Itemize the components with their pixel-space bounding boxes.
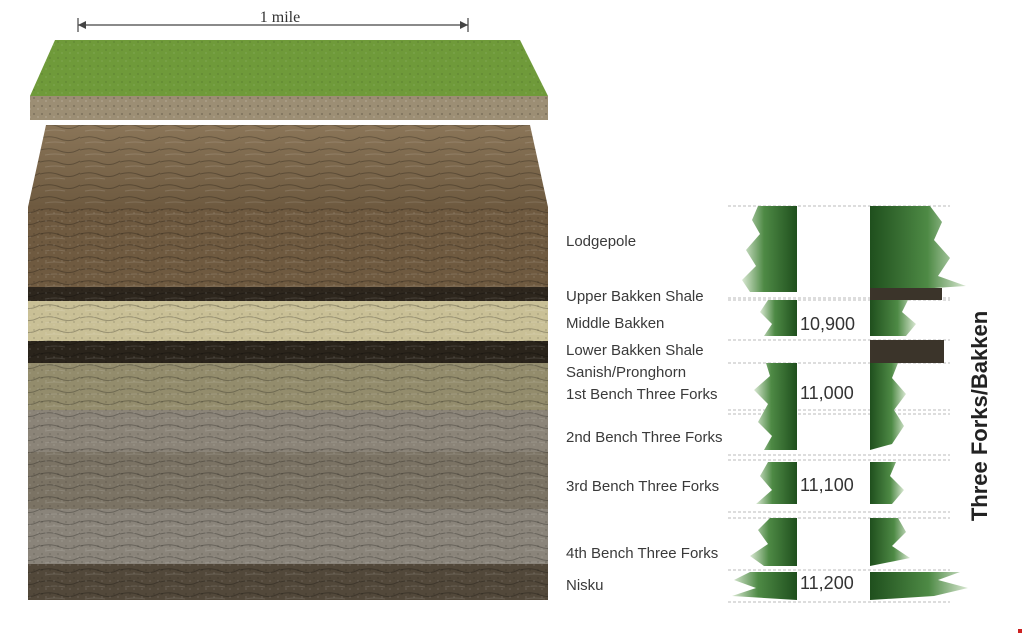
depth-label: 10,900	[800, 314, 856, 334]
corner-mark	[1018, 629, 1022, 633]
formation-label-sanish-pronghorn: Sanish/Pronghorn	[566, 364, 687, 381]
scale-label: 1 mile	[259, 9, 301, 26]
strata-layers	[28, 207, 548, 600]
log-track-right	[870, 206, 968, 600]
formation-label-middle-bakken: Middle Bakken	[566, 315, 665, 332]
formation-label-lower-bakken-shale: Lower Bakken Shale	[566, 342, 704, 359]
diagram-title: Three Forks/Bakken	[967, 310, 992, 522]
formation-label-4th-bench: 4th Bench Three Forks	[566, 545, 719, 562]
depth-label: 11,000	[800, 383, 854, 403]
formation-label-upper-bakken-shale: Upper Bakken Shale	[566, 288, 704, 305]
arrow-left-icon	[78, 21, 86, 29]
depth-label: 11,100	[800, 475, 854, 495]
formation-label-nisku: Nisku	[566, 577, 604, 594]
formation-label-lodgepole: Lodgepole	[566, 233, 637, 250]
log-track-left	[732, 206, 797, 600]
well-log-tracks	[728, 205, 968, 603]
scale-bar	[77, 18, 469, 32]
geologic-block-diagram	[28, 40, 548, 600]
formation-label-2nd-bench: 2nd Bench Three Forks	[566, 429, 723, 446]
arrow-right-icon	[460, 21, 468, 29]
formation-label-3rd-bench: 3rd Bench Three Forks	[566, 478, 720, 495]
depth-label: 11,200	[800, 573, 854, 593]
formation-label-1st-bench: 1st Bench Three Forks	[566, 386, 718, 403]
